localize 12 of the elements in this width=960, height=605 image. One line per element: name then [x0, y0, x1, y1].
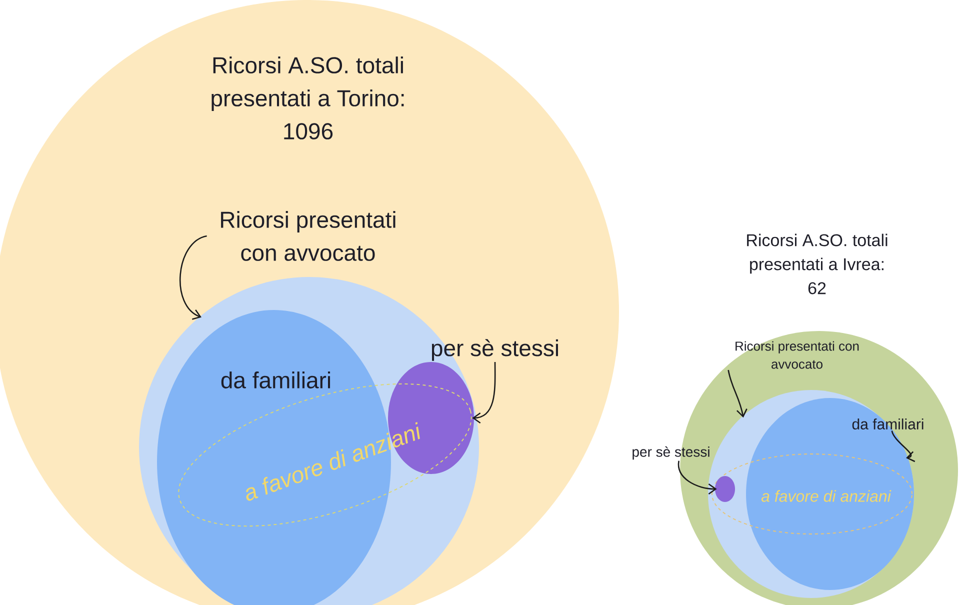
- arrow: [180, 235, 208, 320]
- arrow: [678, 460, 717, 495]
- annotation-text: da familiari: [852, 418, 924, 430]
- node-label: Ricorsi A.SO. totali presentati a Ivrea: 62: [747, 234, 888, 294]
- arrow: [728, 370, 748, 418]
- annotation-text: Ricorsi presentati con avvocato: [221, 211, 396, 261]
- arrow: [472, 362, 496, 424]
- venn-ellipse: [715, 476, 735, 502]
- arrow: [891, 430, 916, 462]
- annotation-text: per sè stessi: [432, 339, 558, 361]
- annotation-text: Ricorsi presentati con avvocato: [736, 341, 859, 369]
- annotation-text: per sè stessi: [632, 446, 710, 460]
